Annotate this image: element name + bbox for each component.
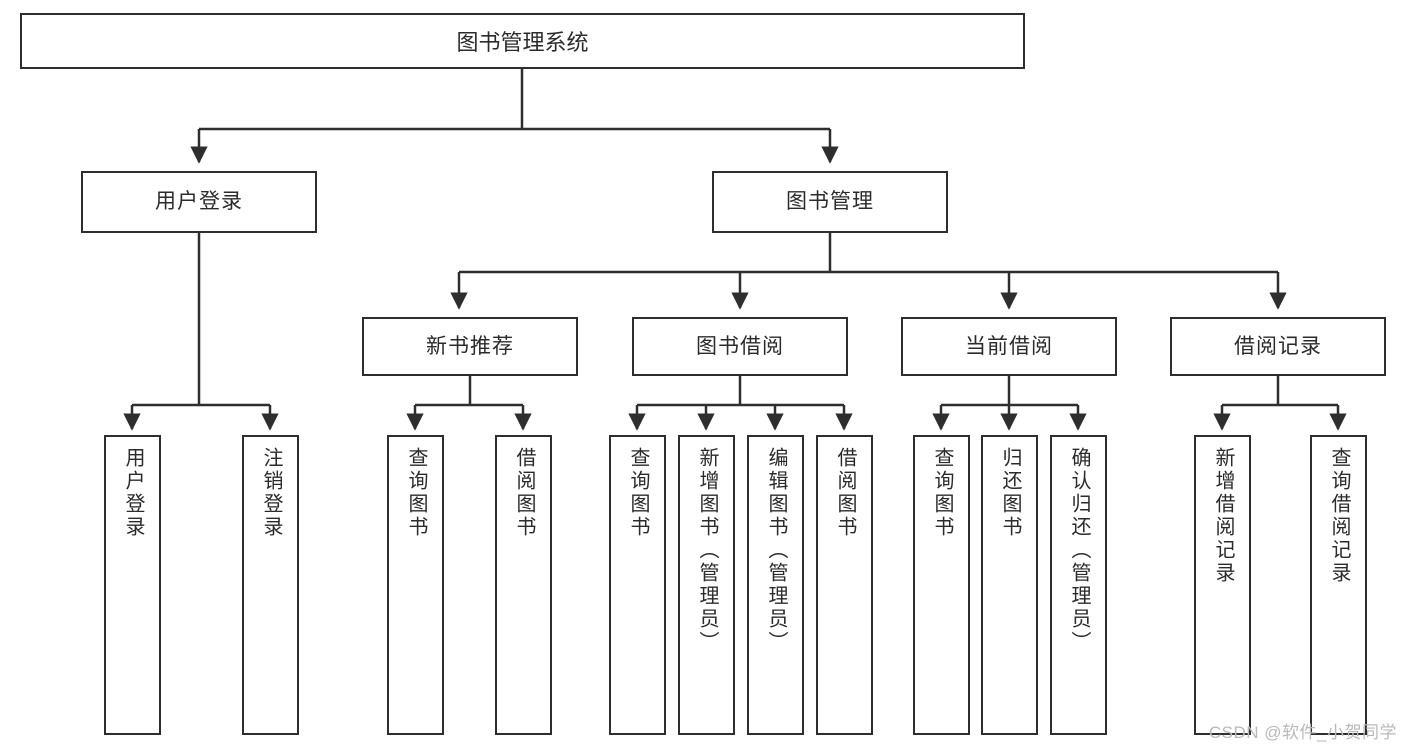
node-user-login-label: 用户登录 bbox=[155, 190, 243, 214]
node-book-manage-label: 图书管理 bbox=[786, 190, 874, 214]
node-leaf-rec-borrow-label: 借阅图书 bbox=[513, 447, 535, 539]
node-leaf-rec-search[interactable]: 查询借阅记录 bbox=[1310, 435, 1367, 735]
node-leaf-cur-confirm-label: 确认归还（管理员） bbox=[1068, 447, 1090, 654]
node-borrow-record-label: 借阅记录 bbox=[1234, 334, 1322, 358]
node-leaf-rec-query[interactable]: 查询图书 bbox=[387, 435, 444, 735]
node-book-borrow-label: 图书借阅 bbox=[696, 334, 784, 358]
node-leaf-borrow-do[interactable]: 借阅图书 bbox=[816, 435, 873, 735]
node-borrow-record[interactable]: 借阅记录 bbox=[1170, 317, 1386, 376]
node-leaf-rec-add-label: 新增借阅记录 bbox=[1212, 447, 1234, 585]
node-book-borrow[interactable]: 图书借阅 bbox=[632, 317, 848, 376]
node-leaf-cur-return-label: 归还图书 bbox=[999, 447, 1021, 539]
node-current-borrow-label: 当前借阅 bbox=[965, 334, 1053, 358]
node-leaf-borrow-do-label: 借阅图书 bbox=[834, 447, 856, 539]
node-leaf-cur-query-label: 查询图书 bbox=[931, 447, 953, 539]
node-leaf-user-login-label: 用户登录 bbox=[122, 447, 144, 539]
node-leaf-cur-query[interactable]: 查询图书 bbox=[913, 435, 970, 735]
node-leaf-borrow-add-label: 新增图书（管理员） bbox=[696, 447, 718, 654]
node-root-label: 图书管理系统 bbox=[456, 30, 589, 55]
node-root[interactable]: 图书管理系统 bbox=[20, 13, 1025, 69]
node-leaf-rec-query-label: 查询图书 bbox=[405, 447, 427, 539]
node-leaf-rec-add[interactable]: 新增借阅记录 bbox=[1194, 435, 1251, 735]
node-leaf-user-logout[interactable]: 注销登录 bbox=[242, 435, 299, 735]
csdn-watermark: CSDN @软件_小贺同学 bbox=[1208, 723, 1397, 742]
node-leaf-borrow-query-label: 查询图书 bbox=[627, 447, 649, 539]
node-new-book-rec[interactable]: 新书推荐 bbox=[362, 317, 578, 376]
node-leaf-cur-confirm[interactable]: 确认归还（管理员） bbox=[1050, 435, 1107, 735]
node-leaf-user-logout-label: 注销登录 bbox=[260, 447, 282, 539]
node-leaf-borrow-edit[interactable]: 编辑图书（管理员） bbox=[747, 435, 804, 735]
node-new-book-rec-label: 新书推荐 bbox=[426, 334, 514, 358]
node-leaf-user-login[interactable]: 用户登录 bbox=[104, 435, 161, 735]
node-leaf-borrow-edit-label: 编辑图书（管理员） bbox=[765, 447, 787, 654]
node-leaf-rec-search-label: 查询借阅记录 bbox=[1328, 447, 1350, 585]
node-leaf-rec-borrow[interactable]: 借阅图书 bbox=[495, 435, 552, 735]
node-book-manage[interactable]: 图书管理 bbox=[712, 171, 948, 233]
node-leaf-borrow-add[interactable]: 新增图书（管理员） bbox=[678, 435, 735, 735]
node-leaf-cur-return[interactable]: 归还图书 bbox=[981, 435, 1038, 735]
node-current-borrow[interactable]: 当前借阅 bbox=[901, 317, 1117, 376]
node-leaf-borrow-query[interactable]: 查询图书 bbox=[609, 435, 666, 735]
node-user-login[interactable]: 用户登录 bbox=[81, 171, 317, 233]
